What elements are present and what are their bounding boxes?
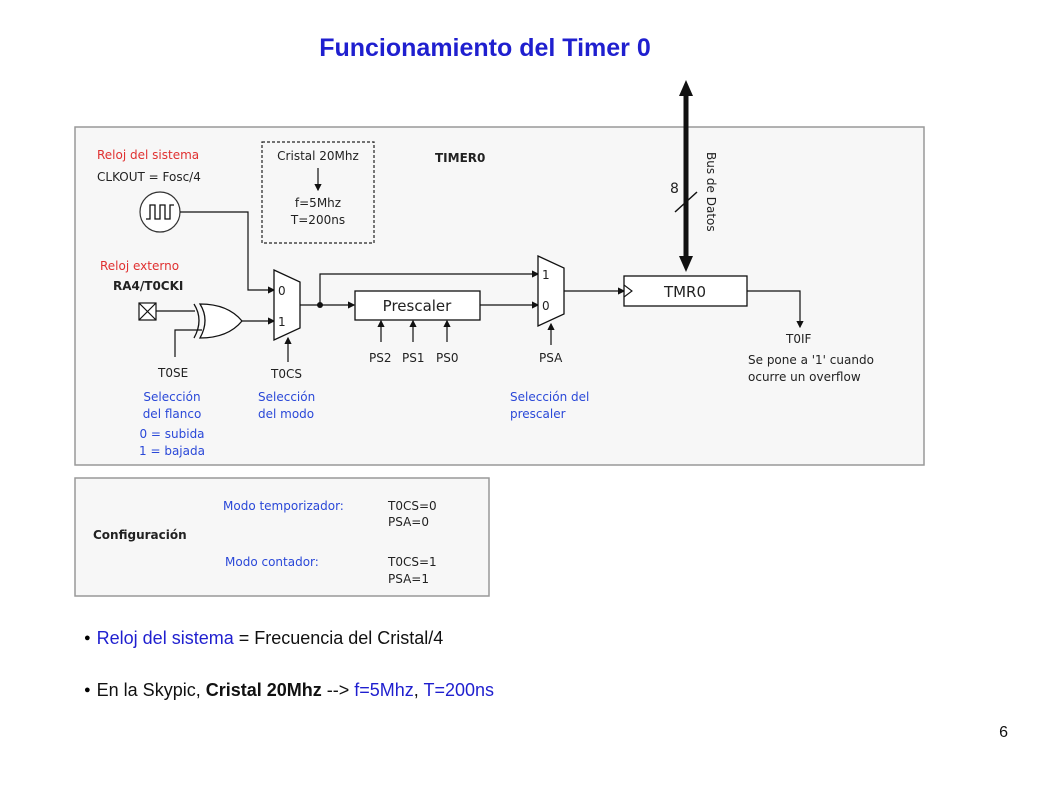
- xor-gate: [193, 303, 243, 339]
- config-title: Configuración: [93, 528, 187, 542]
- bullet2-arrow: -->: [321, 680, 355, 700]
- system-clock-formula: CLKOUT = Fosc/4: [97, 170, 201, 184]
- mode-select-1: Selección: [258, 390, 315, 404]
- edge-select-2: del flanco: [143, 407, 202, 421]
- config-frame: [74, 477, 490, 597]
- mux-source: [273, 268, 301, 342]
- t0if-desc-2: ocurre un overflow: [748, 370, 861, 384]
- page-number: 6: [999, 724, 1008, 741]
- tmr0-label: TMR0: [663, 283, 706, 301]
- prescaler-block: [354, 290, 481, 321]
- psa-label: PSA: [539, 351, 563, 365]
- counter-mode-label: Modo contador:: [225, 555, 319, 569]
- prescaler-select-1: Selección del: [510, 390, 589, 404]
- pin-icon: [138, 302, 157, 321]
- prescaler-label: Prescaler: [383, 297, 452, 315]
- timer-mode-v2: PSA=0: [388, 515, 429, 529]
- counter-mode-v1: T0CS=1: [387, 555, 437, 569]
- edge-select-4: 1 = bajada: [139, 444, 205, 458]
- bullet2-freq: f=5Mhz: [354, 680, 414, 700]
- timer-mode-v1: T0CS=0: [387, 499, 437, 513]
- ps1-label: PS1: [402, 351, 425, 365]
- bullet-skypic: ● En la Skypic, Cristal 20Mhz --> f=5Mhz,…: [84, 680, 494, 701]
- counter-mode-v2: PSA=1: [388, 572, 429, 586]
- crystal-box: [261, 141, 375, 244]
- crystal-freq: f=5Mhz: [295, 196, 341, 210]
- t0cs-label: T0CS: [270, 367, 302, 381]
- mode-select-2: del modo: [258, 407, 314, 421]
- t0se-label: T0SE: [157, 366, 188, 380]
- bullet-dot-icon: ●: [84, 632, 91, 644]
- mux1-in1: 1: [278, 315, 286, 329]
- mux2-in0: 0: [542, 299, 550, 313]
- edge-select-1: Selección: [143, 390, 200, 404]
- ps0-label: PS0: [436, 351, 459, 365]
- timer0-section-title: TIMER0: [435, 151, 485, 165]
- bullet2-sep: ,: [413, 680, 424, 700]
- external-clock-label: Reloj externo: [100, 259, 179, 273]
- t0if-label: T0IF: [785, 332, 812, 346]
- edge-select-3: 0 = subida: [139, 427, 204, 441]
- mux-prescaler: [537, 254, 565, 328]
- bullet1-text: = Frecuencia del Cristal/4: [233, 628, 444, 648]
- timer-mode-label: Modo temporizador:: [223, 499, 344, 513]
- bullet2-crystal: Cristal 20Mhz: [205, 680, 322, 700]
- t0if-desc-1: Se pone a '1' cuando: [748, 353, 874, 367]
- bus-label: Bus de Datos: [704, 152, 718, 232]
- data-bus-arrow: [674, 80, 698, 272]
- bullet2-text1: En la Skypic,: [96, 680, 206, 700]
- crystal-title: Cristal 20Mhz: [277, 149, 359, 163]
- bullet-system-clock: ● Reloj del sistema = Frecuencia del Cris…: [84, 628, 443, 649]
- slide-title: Funcionamiento del Timer 0: [319, 34, 651, 62]
- bullet1-term: Reloj del sistema: [96, 628, 234, 648]
- clock-source-icon: [139, 191, 181, 233]
- bullet-dot-icon: ●: [84, 684, 91, 696]
- prescaler-select-2: prescaler: [510, 407, 566, 421]
- ps2-label: PS2: [369, 351, 392, 365]
- bullet2-period: T=200ns: [423, 680, 495, 700]
- crystal-period: T=200ns: [290, 213, 345, 227]
- external-clock-pin: RA4/T0CKI: [113, 279, 183, 293]
- tmr0-register: [623, 275, 748, 307]
- mux1-in0: 0: [278, 284, 286, 298]
- diagram-frame: [74, 126, 925, 466]
- bus-width-label: 8: [670, 181, 679, 197]
- system-clock-label: Reloj del sistema: [97, 148, 199, 162]
- mux2-in1: 1: [542, 268, 550, 282]
